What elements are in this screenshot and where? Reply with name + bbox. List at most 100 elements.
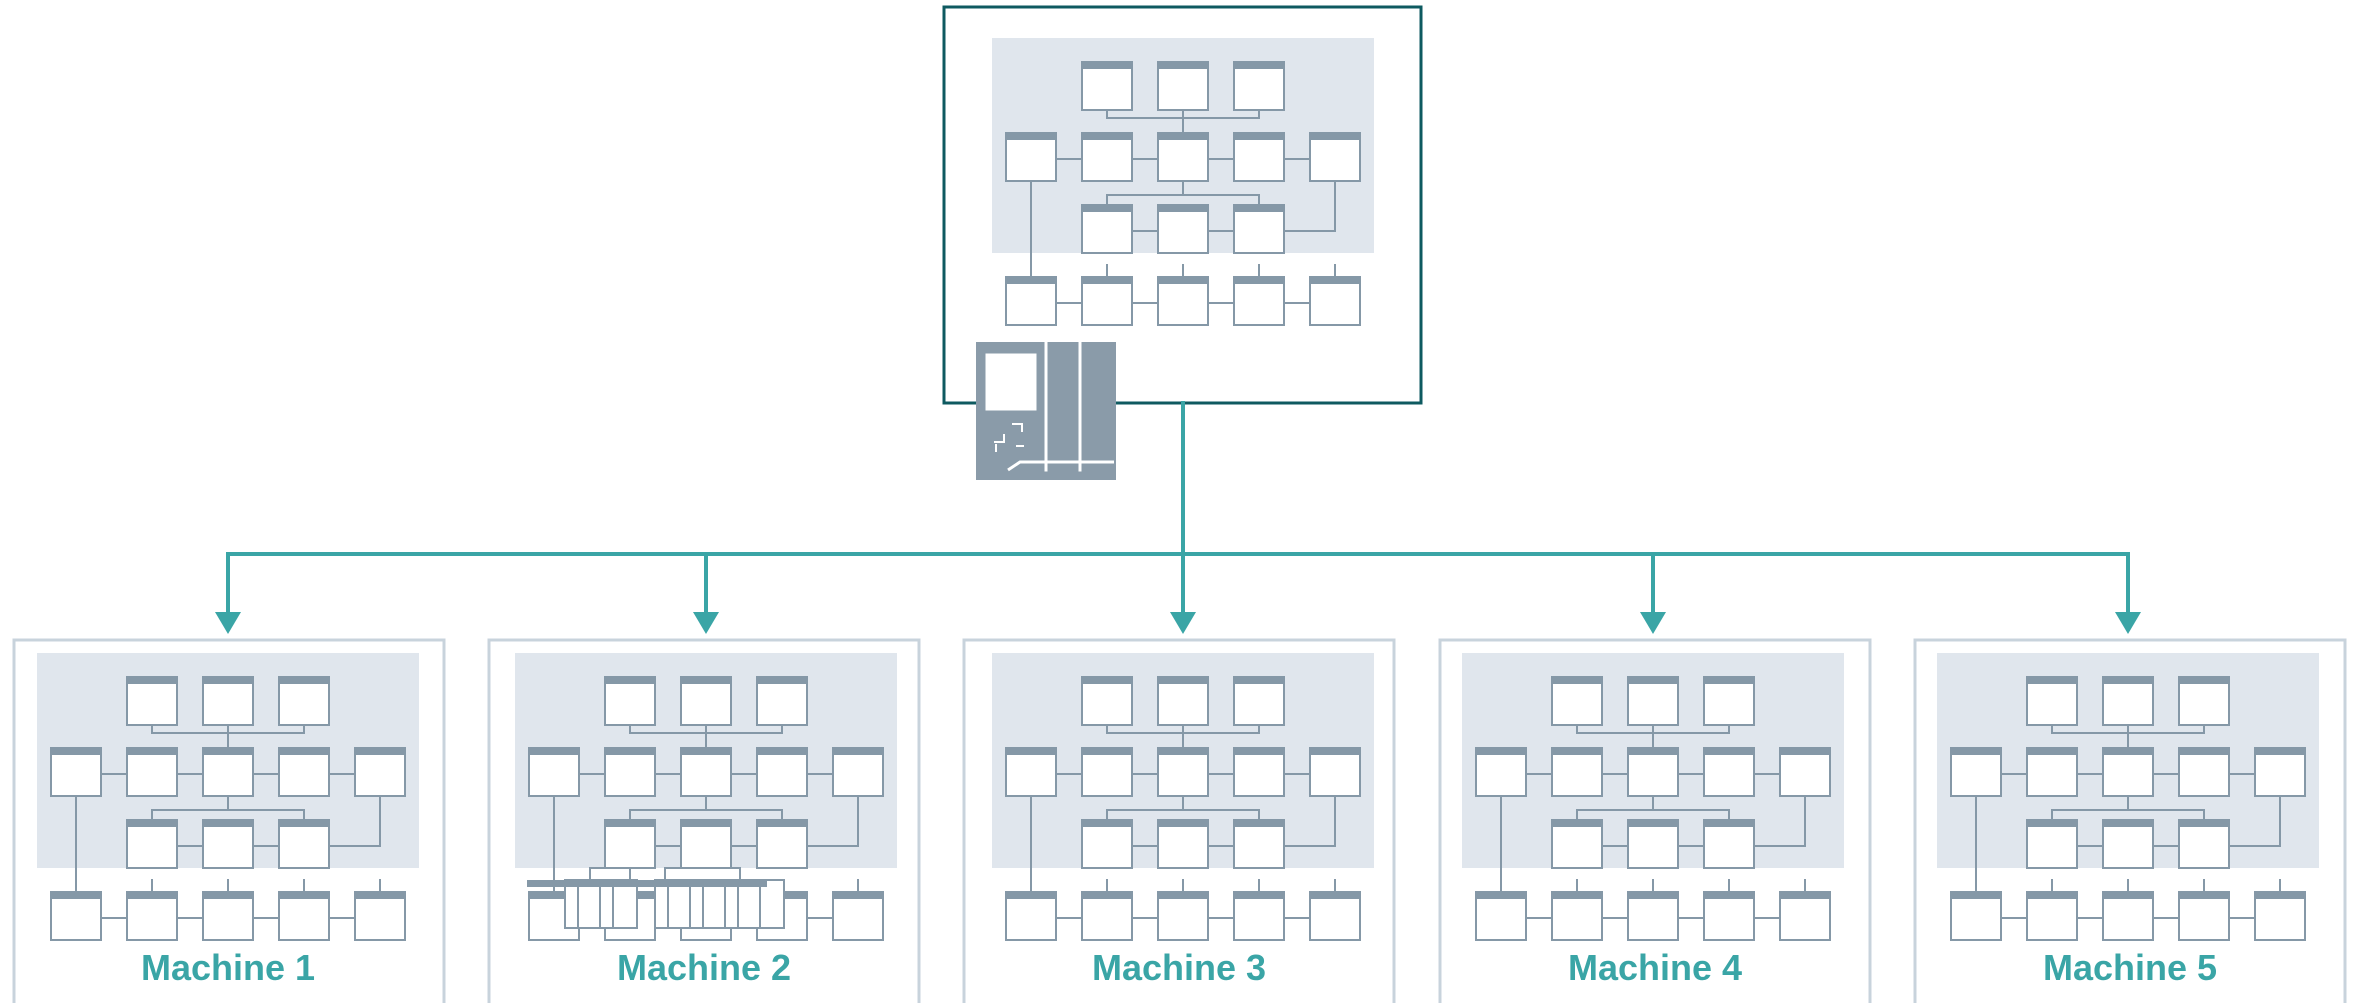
program-block-icon <box>756 747 808 797</box>
program-block-icon <box>278 891 330 941</box>
plc-controller-icon <box>976 340 1116 480</box>
program-block-icon <box>278 819 330 869</box>
program-block-icon <box>2254 891 2306 941</box>
program-block-icon <box>1005 891 1057 941</box>
program-block-icon <box>1081 819 1133 869</box>
program-block-icon <box>1309 747 1361 797</box>
program-block-icon <box>2178 676 2230 726</box>
program-block-icon <box>1157 276 1209 326</box>
arrow-head-2 <box>693 612 719 634</box>
program-block-icon <box>1703 819 1755 869</box>
program-block-icon <box>1703 891 1755 941</box>
program-block-icon <box>1233 676 1285 726</box>
program-block-icon <box>832 747 884 797</box>
program-block-icon <box>50 747 102 797</box>
program-block-icon <box>2178 747 2230 797</box>
machine-program-structure <box>1937 653 2319 941</box>
program-block-icon <box>1233 132 1285 182</box>
program-block-icon <box>202 891 254 941</box>
program-block-icon <box>1950 891 2002 941</box>
program-block-icon <box>1005 747 1057 797</box>
program-block-icon <box>1157 132 1209 182</box>
machine-1 <box>12 638 446 1008</box>
program-block-icon <box>202 819 254 869</box>
program-block-icon <box>1157 891 1209 941</box>
program-block-icon <box>1233 819 1285 869</box>
program-block-icon <box>2026 747 2078 797</box>
program-block-icon <box>126 747 178 797</box>
machine-label-4: Machine 4 <box>1567 947 1743 988</box>
program-block-icon <box>1551 676 1603 726</box>
program-block-icon <box>1157 61 1209 111</box>
program-block-icon <box>1081 676 1133 726</box>
machine-2-extra-blocks <box>527 867 785 929</box>
program-block-icon <box>832 891 884 941</box>
master-program-structure <box>992 38 1374 326</box>
arrow-head-5 <box>2115 612 2141 634</box>
program-block-icon <box>2178 819 2230 869</box>
machine-label-1: Machine 1 <box>140 947 316 988</box>
program-block-icon <box>1081 61 1133 111</box>
program-block-icon <box>202 747 254 797</box>
program-block-icon <box>126 676 178 726</box>
program-block-icon <box>2102 747 2154 797</box>
program-block-icon <box>202 676 254 726</box>
arrow-head-1 <box>215 612 241 634</box>
machine-3 <box>962 638 1396 1008</box>
program-block-icon <box>680 747 732 797</box>
program-block-icon <box>1551 747 1603 797</box>
program-block-icon <box>1157 819 1209 869</box>
machine-label-5: Machine 5 <box>2042 947 2218 988</box>
program-block-icon <box>1157 204 1209 254</box>
program-block-icon <box>756 819 808 869</box>
program-block-icon <box>604 747 656 797</box>
program-block-icon <box>1703 676 1755 726</box>
program-block-icon <box>1233 204 1285 254</box>
program-block-icon <box>1157 747 1209 797</box>
program-block-icon <box>1779 747 1831 797</box>
program-block-icon <box>2026 676 2078 726</box>
program-block-icon <box>1703 747 1755 797</box>
program-block-icon <box>1627 676 1679 726</box>
program-block-icon <box>1309 132 1361 182</box>
program-block-icon <box>680 676 732 726</box>
machine-program-structure <box>1462 653 1844 941</box>
program-block-icon <box>1475 891 1527 941</box>
machine-program-structure <box>515 653 897 941</box>
machine-label-2: Machine 2 <box>616 947 792 988</box>
program-block-icon <box>278 676 330 726</box>
program-block-icon <box>1950 747 2002 797</box>
machine-2 <box>487 638 921 1008</box>
master-program <box>942 5 1423 405</box>
program-block-icon <box>1627 819 1679 869</box>
program-block-icon <box>1233 891 1285 941</box>
program-block-icon <box>2102 819 2154 869</box>
program-block-icon <box>1475 747 1527 797</box>
program-block-icon <box>1233 61 1285 111</box>
machine-5 <box>1913 638 2347 1008</box>
program-block-icon <box>1627 891 1679 941</box>
program-block-icon <box>354 891 406 941</box>
program-block-icon <box>1157 676 1209 726</box>
program-block-icon <box>680 819 732 869</box>
program-block-icon <box>1627 747 1679 797</box>
machine-program-structure <box>992 653 1374 941</box>
program-block-icon <box>1779 891 1831 941</box>
program-block-icon <box>2102 891 2154 941</box>
machine-4 <box>1438 638 1872 1008</box>
program-block-icon <box>2178 891 2230 941</box>
program-block-icon <box>1233 276 1285 326</box>
program-block-icon <box>2254 747 2306 797</box>
program-block-icon <box>1081 891 1133 941</box>
program-block-icon <box>1309 891 1361 941</box>
program-block-icon <box>278 747 330 797</box>
arrow-head-3 <box>1170 612 1196 634</box>
program-block-icon <box>2026 819 2078 869</box>
program-block-icon <box>756 676 808 726</box>
program-block-icon <box>50 891 102 941</box>
program-block-icon <box>1081 132 1133 182</box>
program-block-icon <box>1551 891 1603 941</box>
program-block-icon <box>2026 891 2078 941</box>
